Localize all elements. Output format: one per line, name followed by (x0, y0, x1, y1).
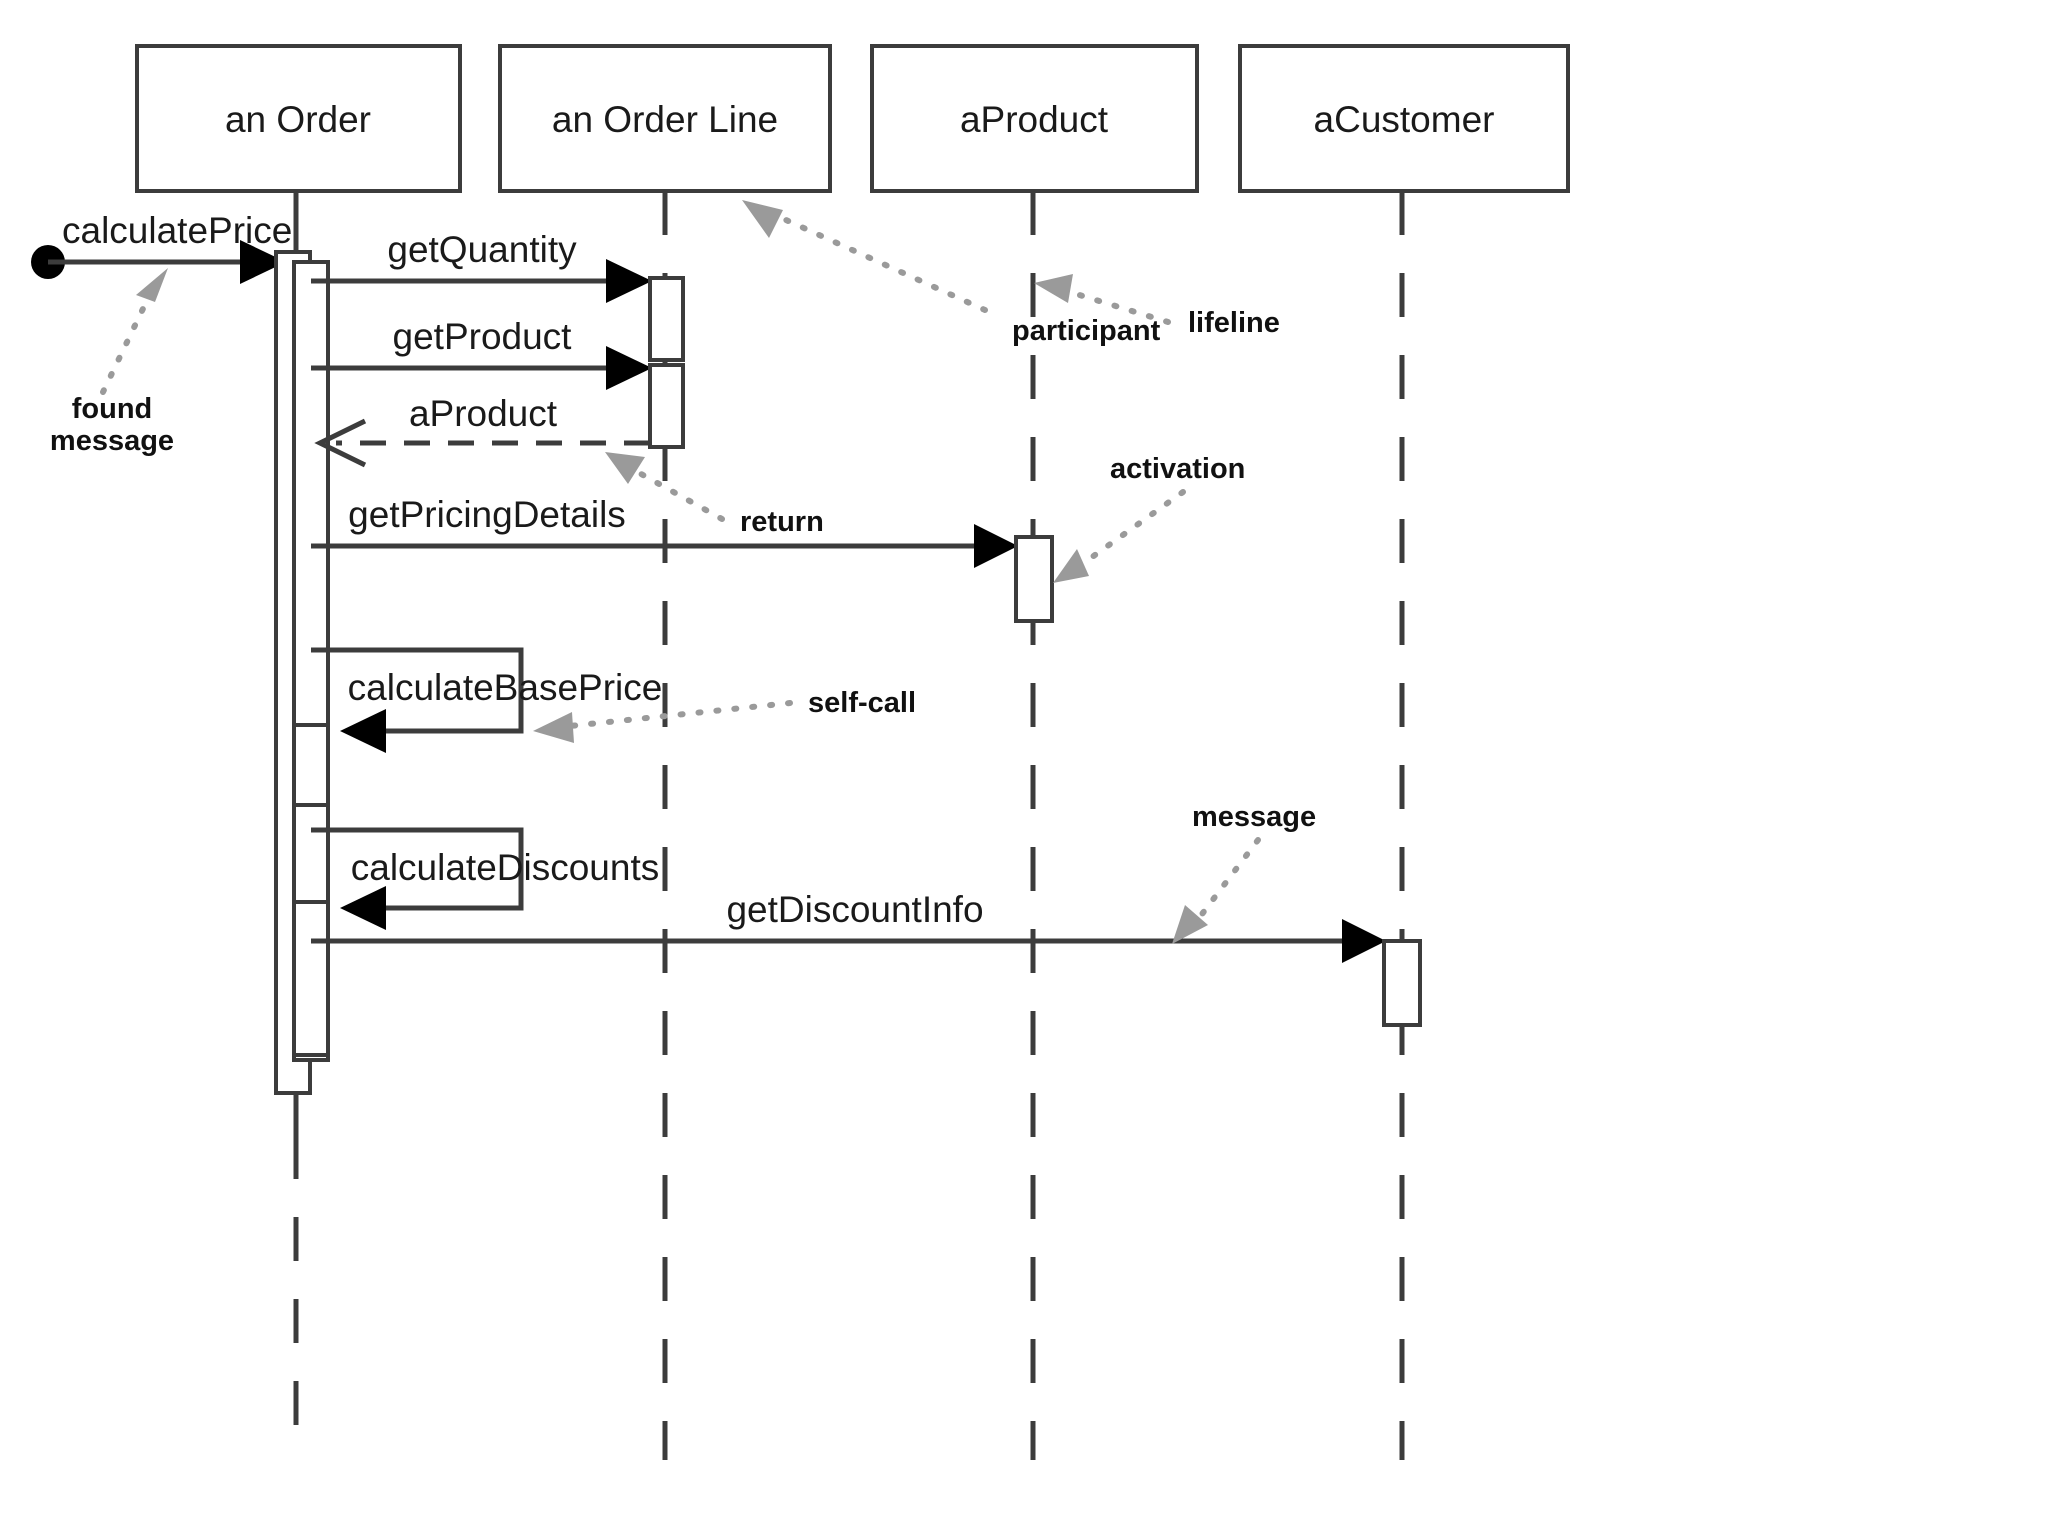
annotation-arrowhead-activation (1053, 549, 1089, 583)
annotation-label-found-message-line2: message (50, 425, 174, 457)
arrowhead-open-a-product-return (314, 418, 367, 468)
activation-bar-an-order-line-1[interactable] (648, 276, 685, 362)
message-label-a-product-return: aProduct (409, 393, 558, 434)
activation-bar-an-order-self-1[interactable] (292, 723, 330, 807)
annotation-message: message (1172, 801, 1316, 944)
participant-label-an-order: an Order (225, 99, 371, 140)
annotation-label-found-message-line1: found (72, 393, 153, 425)
annotation-lifeline: lifeline (1034, 274, 1280, 339)
message-label-get-product: getProduct (393, 316, 573, 357)
message-line-calculate-base-price (311, 647, 524, 734)
annotation-leader-found-message (100, 287, 155, 395)
participant-a-product[interactable]: aProduct (870, 44, 1199, 193)
participant-a-customer[interactable]: aCustomer (1238, 44, 1570, 193)
participant-label-a-product: aProduct (960, 99, 1109, 140)
annotation-arrowhead-lifeline (1034, 274, 1073, 303)
annotation-arrowhead-found-message (136, 268, 168, 302)
activation-bar-a-customer-1[interactable] (1382, 939, 1422, 1027)
message-label-get-pricing-details: getPricingDetails (348, 494, 626, 535)
message-calculate-price[interactable]: calculatePrice (31, 210, 292, 284)
annotation-label-participant: participant (1012, 315, 1161, 347)
message-label-get-discount-info: getDiscountInfo (726, 889, 983, 930)
annotation-leader-activation (1078, 489, 1186, 568)
annotation-arrowhead-return (605, 452, 645, 484)
participant-box-an-order[interactable] (135, 44, 462, 193)
annotation-activation: activation (1053, 453, 1245, 583)
annotation-arrowhead-participant (742, 200, 783, 238)
annotation-label-message: message (1192, 801, 1316, 833)
annotation-arrowhead-message (1172, 905, 1208, 944)
annotation-participant: participant (742, 200, 1161, 347)
arrowhead-filled-calculate-discounts (340, 886, 386, 930)
participant-label-a-customer: aCustomer (1314, 99, 1495, 140)
participant-box-a-product[interactable] (870, 44, 1199, 193)
participants-layer: an Order an Order Line aProduct aCustome… (135, 44, 1570, 193)
annotation-label-return: return (740, 506, 824, 538)
arrowhead-filled-get-pricing-details (974, 524, 1018, 568)
annotation-leader-return (631, 467, 725, 522)
annotation-leader-message (1193, 837, 1261, 925)
annotation-arrowhead-self-call (533, 712, 574, 743)
arrowhead-filled-get-product (606, 346, 652, 390)
annotation-found-message: found message (50, 268, 174, 457)
participant-an-order[interactable]: an Order (135, 44, 462, 193)
arrowhead-filled-calculate-price (240, 240, 286, 284)
annotation-label-activation: activation (1110, 453, 1245, 485)
activation-bar-a-product-1[interactable] (1014, 535, 1054, 623)
message-calculate-base-price[interactable]: calculateBasePrice (292, 647, 663, 807)
annotation-leader-participant (772, 212, 988, 313)
message-get-quantity[interactable]: getQuantity (311, 229, 685, 362)
activation-bar-an-order-self-2[interactable] (292, 900, 330, 1057)
message-a-product-return[interactable]: aProduct (314, 393, 650, 468)
message-label-calculate-discounts: calculateDiscounts (351, 847, 659, 888)
lifelines-layer (293, 191, 1405, 1460)
annotation-leader-lifeline (1060, 287, 1171, 325)
arrowhead-filled-get-discount-info (1342, 919, 1386, 963)
participant-label-an-order-line: an Order Line (552, 99, 778, 140)
participant-box-a-customer[interactable] (1238, 44, 1570, 193)
message-label-get-quantity: getQuantity (387, 229, 577, 270)
annotation-leader-self-call (567, 700, 793, 729)
annotations-layer: found message participant lifeline retur… (50, 200, 1316, 944)
message-line-calculate-discounts (311, 827, 524, 911)
message-get-product[interactable]: getProduct (311, 316, 685, 449)
message-label-calculate-price: calculatePrice (62, 210, 292, 251)
activation-bar-an-order-line-2[interactable] (648, 363, 685, 449)
message-calculate-discounts[interactable]: calculateDiscounts (292, 827, 659, 1057)
message-label-calculate-base-price: calculateBasePrice (348, 667, 663, 708)
annotation-return: return (605, 452, 824, 538)
participant-box-an-order-line[interactable] (498, 44, 832, 193)
annotation-self-call: self-call (533, 687, 916, 743)
annotation-label-self-call: self-call (808, 687, 916, 719)
arrowhead-filled-get-quantity (606, 259, 652, 303)
annotation-label-lifeline: lifeline (1188, 307, 1280, 339)
participant-an-order-line[interactable]: an Order Line (498, 44, 832, 193)
message-get-pricing-details[interactable]: getPricingDetails (311, 494, 1054, 623)
arrowhead-filled-calculate-base-price (340, 709, 386, 753)
